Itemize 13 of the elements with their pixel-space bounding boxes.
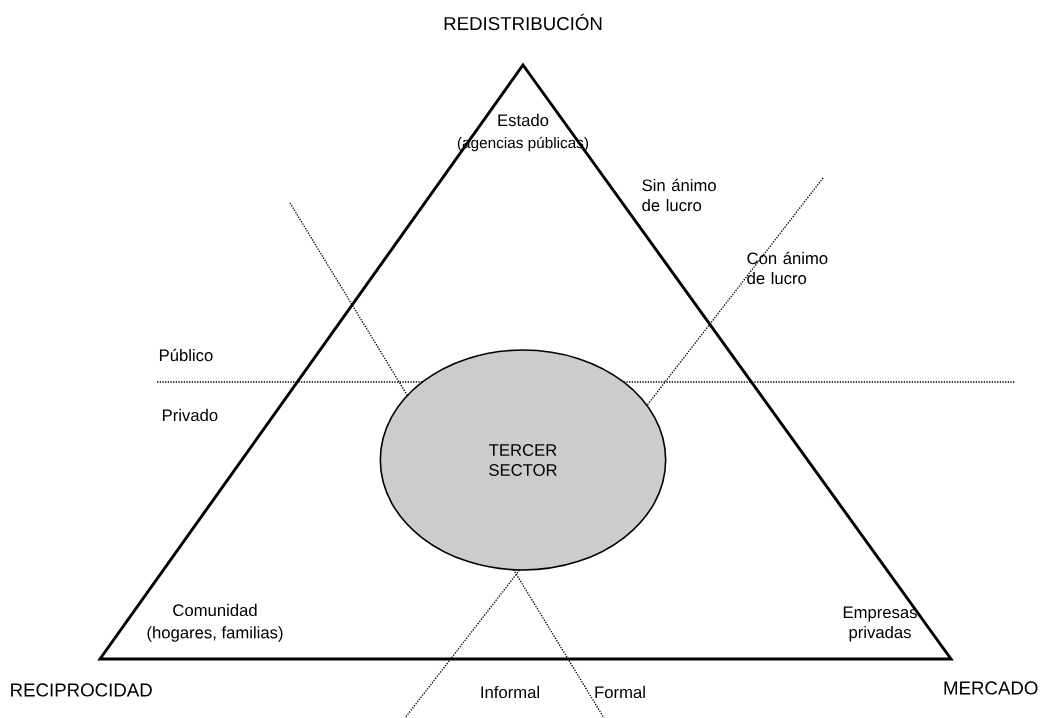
text-label: Empresas privadas bbox=[843, 606, 917, 642]
text-label: (hogares, familias) bbox=[147, 626, 283, 642]
axis-label: REDISTRIBUCIÓN bbox=[444, 13, 602, 31]
text-label: Privado bbox=[162, 408, 218, 422]
text-label: Sin ánimo de lucro bbox=[642, 178, 716, 212]
text-label: Estado bbox=[498, 113, 549, 127]
axis-label: RECIPROCIDAD bbox=[11, 683, 152, 697]
text-label: Comunidad bbox=[173, 603, 257, 617]
text-label: Informal bbox=[481, 685, 539, 699]
text-label: Con ánimo de lucro bbox=[747, 251, 828, 285]
axis-label: MERCADO bbox=[944, 681, 1038, 695]
text-label: Formal bbox=[595, 685, 645, 699]
text-label: Público bbox=[159, 348, 213, 362]
